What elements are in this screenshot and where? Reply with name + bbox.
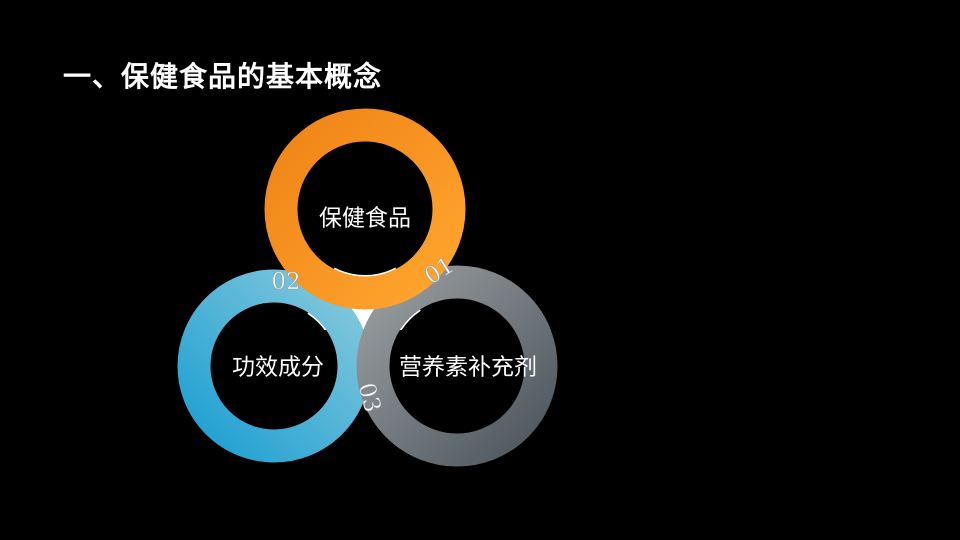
ring-01-label: 保健食品 — [319, 206, 411, 232]
page-title: 一、保健食品的基本概念 — [63, 60, 383, 93]
ring-02-number: 02 — [271, 269, 300, 295]
ring-02-hole — [212, 304, 336, 428]
ring-03-band — [356, 265, 558, 467]
ring-01-hole — [299, 143, 431, 275]
ring-03: 营养素补充剂 — [356, 265, 558, 467]
ring-02: 功效成分 — [177, 269, 371, 463]
ring-01: 保健食品 — [264, 108, 466, 310]
ring-01-band — [264, 108, 466, 310]
ring-03-label: 营养素补充剂 — [399, 355, 537, 381]
ring-02-label: 功效成分 — [232, 355, 324, 381]
ring-03-hole — [391, 300, 523, 432]
ring-02-band — [177, 269, 371, 463]
